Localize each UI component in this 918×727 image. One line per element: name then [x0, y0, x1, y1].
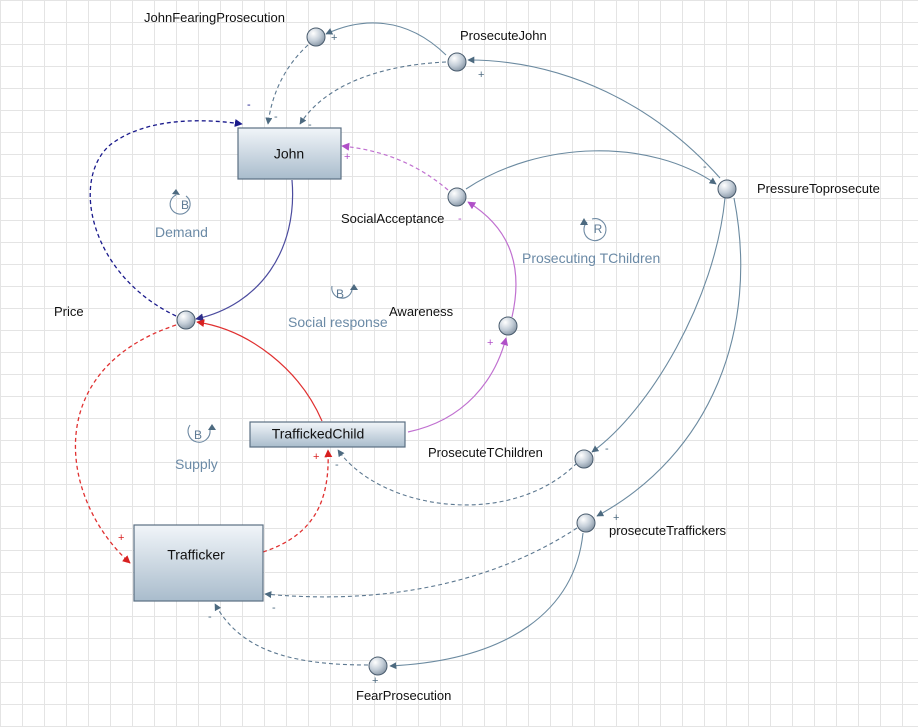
link-trafficked-to-price[interactable] [196, 319, 323, 422]
variable-node[interactable] [717, 179, 737, 199]
sign-minus: - [208, 611, 212, 623]
link-prosecutejohn-to-john[interactable] [299, 61, 447, 125]
sign-plus: + [313, 451, 319, 463]
loop-social-response: B Social response [288, 284, 388, 330]
sign-minus: - [335, 459, 339, 471]
link-socialacceptance-to-john[interactable] [341, 142, 449, 191]
label-pressure-to-prosecute: PressureToprosecute [757, 181, 880, 196]
label-price: Price [54, 304, 84, 319]
sign-minus: - [458, 213, 462, 225]
link-john-to-price[interactable] [195, 179, 294, 322]
stock-label: Trafficker [167, 547, 225, 563]
label-fear-prosecution: FearProsecution [356, 688, 451, 703]
sign-minus: - [308, 119, 312, 131]
link-socialacceptance-to-pressure[interactable] [465, 150, 717, 190]
sign-plus: + [331, 32, 337, 44]
link-prosecutetraffickers-to-trafficker[interactable] [264, 527, 578, 599]
sign-plus: + [487, 337, 493, 349]
variable-node[interactable] [498, 316, 518, 336]
link-trafficked-to-awareness[interactable] [407, 337, 509, 433]
stock-john[interactable]: John [237, 127, 342, 180]
loop-prosecuting-tchildren: R Prosecuting TChildren [522, 218, 660, 266]
link-prosecutetchildren-to-trafficked[interactable] [337, 449, 578, 506]
stock-label: TraffickedChild [272, 426, 365, 442]
variable-node[interactable] [576, 513, 596, 533]
label-prosecute-tchildren: ProsecuteTChildren [428, 445, 543, 460]
link-pressure-to-prosecutetchildren[interactable] [591, 197, 726, 453]
loop-supply: B Supply [175, 424, 218, 472]
variable-node[interactable] [447, 187, 467, 207]
variable-node[interactable] [368, 656, 388, 676]
stock-trafficker[interactable]: Trafficker [133, 524, 264, 602]
loop-cycle-icon [187, 424, 211, 443]
label-prosecute-traffickers: prosecuteTraffickers [609, 523, 727, 538]
sign-plus: + [478, 69, 484, 81]
stock-label: John [274, 146, 304, 162]
loop-name: Demand [155, 224, 208, 240]
link-prosecutetraffickers-to-fear[interactable] [389, 532, 584, 670]
label-social-acceptance: SocialAcceptance [341, 211, 444, 226]
loop-demand: B Demand [155, 189, 208, 240]
link-awareness-to-socialacceptance[interactable] [467, 201, 517, 318]
label-john-fearing-prosecution: JohnFearingProsecution [144, 10, 285, 25]
variable-node[interactable] [306, 27, 326, 47]
variable-node[interactable] [574, 449, 594, 469]
loop-name: Prosecuting TChildren [522, 250, 660, 266]
sign-minus: - [272, 602, 276, 614]
sign-plus: + [118, 532, 124, 544]
stock-trafficked-child[interactable]: TraffickedChild [249, 421, 406, 448]
variable-node[interactable] [176, 310, 196, 330]
loop-letter: B [336, 287, 344, 301]
loop-cycle-icon [331, 285, 353, 299]
sign-plus: + [613, 512, 619, 524]
loop-cycle-icon [169, 194, 191, 215]
variable-node[interactable] [447, 52, 467, 72]
sign-minus: - [605, 443, 609, 455]
label-awareness: Awareness [389, 304, 454, 319]
sign-minus: - [274, 111, 278, 123]
link-fear-to-trafficker[interactable] [214, 603, 369, 666]
loop-name: Social response [288, 314, 388, 330]
sign-plus: + [344, 151, 350, 163]
loop-cycle-icon [583, 218, 607, 242]
loop-letter: B [194, 428, 202, 442]
link-johnfearing-to-john[interactable] [265, 44, 309, 125]
sign-plus: + [372, 675, 378, 687]
link-trafficker-to-trafficked[interactable] [262, 449, 333, 553]
loop-name: Supply [175, 456, 218, 472]
link-price-to-trafficker[interactable] [74, 324, 177, 564]
loop-letter: B [181, 198, 189, 212]
sign-minus: - [703, 161, 707, 173]
label-prosecute-john: ProsecuteJohn [460, 28, 547, 43]
link-prosecutejohn-to-johnfearing[interactable] [325, 22, 447, 56]
link-price-to-john[interactable] [89, 119, 243, 317]
link-pressure-to-prosecutetraffickers[interactable] [596, 197, 742, 517]
loop-letter: R [594, 222, 603, 236]
sign-minus: - [247, 99, 251, 111]
link-pressure-to-prosecutejohn[interactable] [467, 56, 721, 179]
